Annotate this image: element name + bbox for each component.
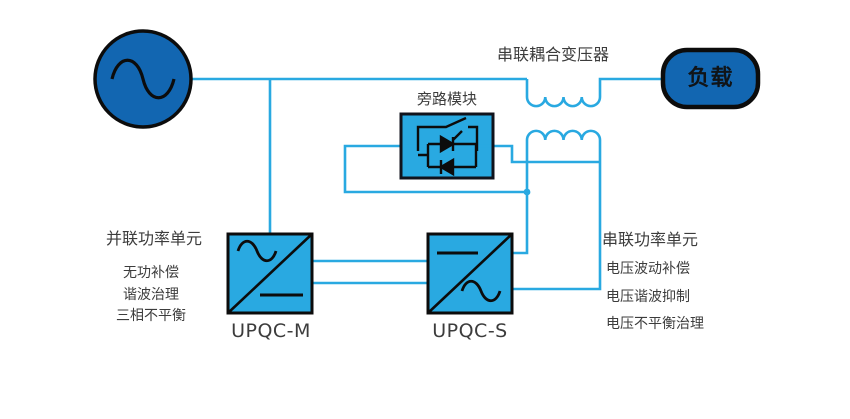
- series-function-item: 电压谐波抑制: [606, 289, 690, 305]
- sine-wave-icon: [110, 58, 176, 100]
- junction-dot: [523, 188, 531, 196]
- converter-diagonal: [227, 233, 313, 314]
- series-power-unit-title: 串联功率单元: [602, 230, 699, 249]
- converter-diagonal: [427, 233, 513, 314]
- wiring: [192, 77, 663, 291]
- shunt-function-item: 无功补偿: [123, 265, 179, 281]
- bypass-module-label: 旁路模块: [416, 90, 477, 108]
- dc-link-wires: [312, 259, 428, 285]
- bypass-right-wire: [492, 144, 600, 164]
- bypass-left-wire: [343, 144, 527, 194]
- series-transformer-secondary-coil: [512, 129, 602, 291]
- upqc-m-converter: [226, 232, 314, 315]
- upqc-s-converter: [426, 232, 514, 315]
- thyristor-pair-icon: [426, 130, 478, 177]
- series-function-item: 电压不平衡治理: [606, 316, 704, 332]
- switch-icon: [416, 116, 479, 157]
- upqc-m-label: UPQC-M: [231, 320, 311, 342]
- shunt-power-unit-title: 并联功率单元: [106, 229, 203, 248]
- shunt-function-item: 谐波治理: [123, 287, 179, 303]
- ac-side-sine-icon: [236, 239, 278, 263]
- shunt-function-item: 三相不平衡: [116, 308, 186, 324]
- load-box: [660, 47, 761, 110]
- series-function-item: 电压波动补偿: [606, 261, 690, 277]
- series-transformer-primary-coil: [525, 77, 663, 108]
- ac-source: [93, 29, 193, 129]
- bypass-module: [399, 112, 495, 180]
- upqc-s-label: UPQC-S: [432, 320, 508, 342]
- series-transformer-label: 串联耦合变压器: [497, 45, 610, 64]
- ac-side-sine-icon: [460, 279, 502, 303]
- load-label: 负载: [687, 65, 734, 91]
